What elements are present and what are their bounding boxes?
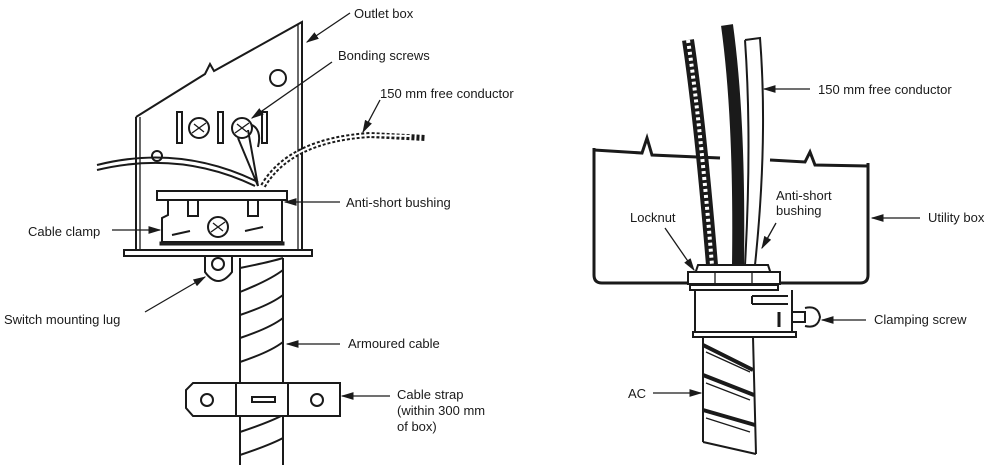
left-leaders [112,12,390,400]
bonding-screw-1 [188,117,210,139]
label-ac: AC [628,386,646,401]
ac-cable [702,336,757,455]
label-clamping-screw: Clamping screw [874,312,967,327]
label-free-conductor-right: 150 mm free conductor [818,82,952,97]
right-leaders [653,85,920,397]
left-conductor [96,156,259,187]
clamping-screw [792,306,822,328]
armoured-cable [239,257,284,465]
outlet-box-plate [135,20,303,255]
label-anti-short-right: Anti-short [776,188,832,203]
label-outlet-box: Outlet box [354,6,414,21]
label-cable-strap: Cable strap [397,387,463,402]
label-utility-box: Utility box [928,210,985,225]
cable-clamp [156,190,288,201]
label-cable-clamp: Cable clamp [28,224,100,239]
label-locknut: Locknut [630,210,676,225]
label-switch-mounting-lug: Switch mounting lug [4,312,120,327]
bonding-screw-2 [231,117,253,139]
label-cable-strap-note-2: of box) [397,419,437,434]
cable-strap [185,382,341,417]
white-conductor [744,36,765,266]
locknut [687,271,781,285]
connector-body [694,290,793,333]
outlet-box-assembly [96,20,426,465]
black-conductor [721,24,745,266]
utility-box-assembly [592,24,870,455]
label-free-conductor-left: 150 mm free conductor [380,86,514,101]
label-anti-short-bushing-left: Anti-short bushing [346,195,451,210]
label-bonding-screws: Bonding screws [338,48,430,63]
box-hole [269,69,287,87]
switch-mounting-lug [204,256,233,282]
label-cable-strap-note: (within 300 mm [397,403,485,418]
label-bushing-right: bushing [776,203,822,218]
label-armoured-cable: Armoured cable [348,336,440,351]
